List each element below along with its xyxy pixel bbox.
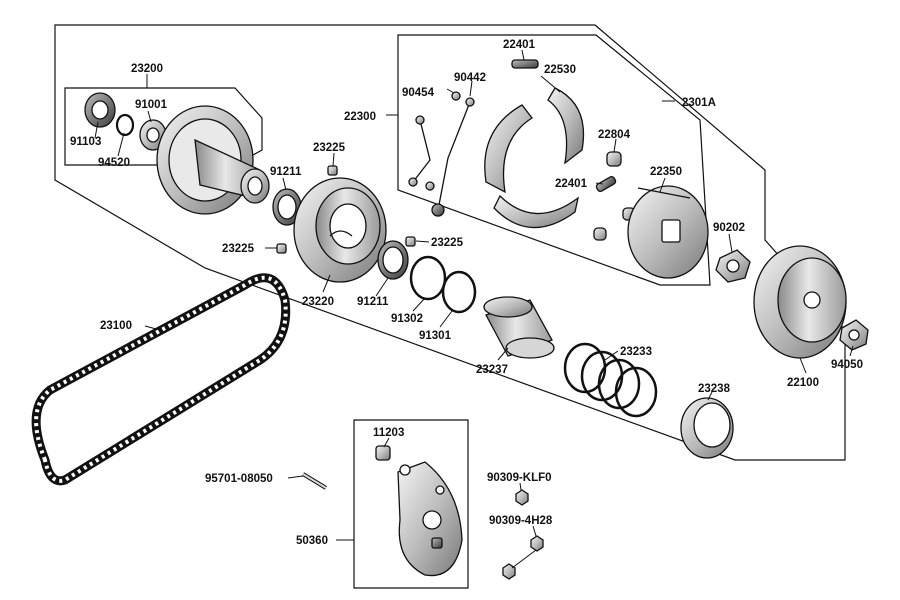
label-11203: 11203 bbox=[373, 427, 404, 439]
clutch-spring-22401-mid bbox=[595, 175, 617, 193]
clutch-outer-22100 bbox=[753, 245, 847, 359]
plate-50360 bbox=[397, 461, 463, 577]
clutch-group-outline bbox=[397, 34, 711, 286]
label-91302: 91302 bbox=[391, 313, 423, 325]
label-91103: 91103 bbox=[70, 136, 101, 148]
label-90309-KLF0: 90309-KLF0 bbox=[487, 472, 552, 484]
label-22300: 22300 bbox=[344, 111, 376, 123]
label-23233: 23233 bbox=[620, 346, 652, 358]
link-spring-left bbox=[408, 115, 431, 187]
nut-90309-KLF0 bbox=[515, 489, 529, 506]
label-23100: 23100 bbox=[100, 320, 132, 332]
label-22804: 22804 bbox=[598, 129, 631, 141]
circlip-94520 bbox=[115, 113, 135, 137]
label-90309-4H28: 90309-4H28 bbox=[489, 515, 553, 527]
bolt-95701-08050 bbox=[301, 472, 328, 490]
clutch-shoe-upper-22530 bbox=[547, 87, 585, 165]
label-91211-left: 91211 bbox=[270, 166, 302, 178]
label-90442: 90442 bbox=[454, 72, 486, 84]
label-23200: 23200 bbox=[131, 63, 163, 75]
label-94520: 94520 bbox=[98, 157, 130, 169]
label-23220: 23220 bbox=[302, 296, 334, 308]
label-23238: 23238 bbox=[698, 383, 731, 395]
nut-94050 bbox=[839, 319, 869, 351]
label-23225-right: 23225 bbox=[431, 237, 464, 249]
plate-group-outline bbox=[353, 419, 469, 589]
leader-lines bbox=[94, 49, 854, 569]
drive-pulley-group-outline bbox=[64, 87, 263, 166]
link-spring-right bbox=[431, 97, 475, 217]
clutch-spring-22401-top bbox=[511, 59, 539, 69]
movable-pulley-23200 bbox=[156, 105, 270, 215]
main-assembly-outline bbox=[54, 24, 846, 461]
clutch-plate-22350 bbox=[627, 185, 709, 279]
nut-90202 bbox=[715, 249, 751, 283]
label-22100: 22100 bbox=[787, 377, 819, 389]
label-23225-top: 23225 bbox=[313, 142, 346, 154]
guide-pin-23225-right bbox=[405, 236, 416, 247]
label-22401-top: 22401 bbox=[503, 39, 536, 51]
label-91301: 91301 bbox=[419, 330, 452, 342]
o-ring-91302 bbox=[409, 255, 447, 301]
label-94050: 94050 bbox=[831, 359, 863, 371]
label-50360: 50360 bbox=[296, 535, 328, 547]
clutch-shoe-lower-22530 bbox=[493, 194, 579, 229]
oil-seal-91211-right bbox=[377, 240, 409, 280]
needle-bearing-91103 bbox=[84, 92, 116, 128]
label-23237: 23237 bbox=[476, 364, 508, 376]
label-22350: 22350 bbox=[650, 166, 682, 178]
o-ring-91301 bbox=[441, 270, 477, 314]
oil-seal-91211-left bbox=[272, 188, 302, 226]
washer-90442 bbox=[425, 181, 435, 191]
guide-pin-23225-top bbox=[327, 165, 338, 176]
label-22530: 22530 bbox=[544, 64, 576, 76]
label-2301A: 2301A bbox=[682, 97, 716, 109]
bushing-11203 bbox=[375, 445, 391, 461]
label-91211-right: 91211 bbox=[357, 296, 389, 308]
drive-belt-23100 bbox=[31, 273, 291, 486]
label-90454: 90454 bbox=[402, 87, 435, 99]
nut-90309-4H28 bbox=[502, 535, 544, 580]
washer-90454 bbox=[451, 91, 461, 101]
clutch-shoe-left-22530 bbox=[484, 104, 533, 194]
label-91001: 91001 bbox=[135, 99, 168, 111]
spring-seat-23238 bbox=[680, 397, 734, 459]
spring-23233 bbox=[563, 342, 658, 418]
collar-23237 bbox=[483, 296, 555, 359]
label-22401-mid: 22401 bbox=[555, 178, 588, 190]
driven-pulley-23220 bbox=[293, 177, 387, 283]
label-23225-left: 23225 bbox=[222, 243, 255, 255]
label-95701-08050: 95701-08050 bbox=[205, 473, 273, 485]
label-90202: 90202 bbox=[713, 222, 745, 234]
guide-pin-23225-left bbox=[276, 243, 287, 254]
